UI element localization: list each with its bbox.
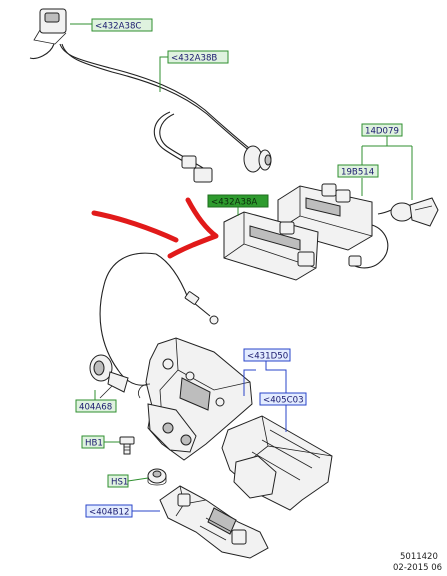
harness-grommet: [243, 145, 272, 173]
red-pointer-arrow: [91, 197, 219, 259]
svg-text:<405C03: <405C03: [263, 395, 304, 405]
nut-hs1: [147, 468, 167, 486]
callout-431d50[interactable]: <431D50: [243, 348, 291, 362]
actuator-motor: [89, 354, 129, 399]
cable-end-fitting: [184, 291, 219, 325]
callout-432a38c[interactable]: <432A38C: [91, 18, 153, 32]
callout-405c03[interactable]: <405C03: [259, 392, 307, 406]
reference-code: 5011420: [400, 552, 438, 562]
switch-connector-right: [390, 197, 439, 227]
tailgate-latch-assembly: [138, 337, 253, 461]
svg-text:<432A38B: <432A38B: [171, 53, 217, 63]
latch-cover: [221, 415, 333, 511]
svg-text:HS1: HS1: [111, 477, 128, 487]
harness-loop: [153, 111, 213, 183]
svg-text:<432A38A: <432A38A: [211, 197, 257, 207]
switch-plug: [348, 255, 362, 267]
callout-404b12[interactable]: <404B12: [85, 504, 133, 518]
svg-text:19B514: 19B514: [341, 167, 374, 177]
striker-bracket: [159, 485, 269, 559]
callout-404a68[interactable]: 404A68: [75, 399, 117, 413]
callout-432a38a[interactable]: <432A38A: [207, 194, 269, 208]
callout-hs1[interactable]: HS1: [107, 474, 129, 488]
latch-switch-module: [223, 211, 319, 281]
svg-text:<404B12: <404B12: [89, 507, 129, 517]
release-cable: [99, 252, 161, 386]
leader-lines: [70, 23, 413, 512]
svg-text:HB1: HB1: [85, 438, 103, 448]
harness-cable-2: [61, 43, 268, 165]
callout-432a38b[interactable]: <432A38B: [167, 50, 229, 64]
svg-text:14D079: 14D079: [365, 126, 399, 136]
callout-19b514[interactable]: 19B514: [337, 164, 379, 178]
callout-14d079[interactable]: 14D079: [361, 123, 403, 137]
release-cable-end: [155, 253, 211, 317]
svg-text:<431D50: <431D50: [247, 351, 288, 361]
bolt-hb1: [119, 436, 135, 455]
harness-cable: [29, 43, 266, 161]
svg-text:<432A38C: <432A38C: [95, 21, 141, 31]
svg-text:404A68: 404A68: [79, 402, 112, 412]
callout-hb1[interactable]: HB1: [81, 435, 105, 449]
reference-date: 02-2015 06: [393, 563, 442, 573]
harness-connector-top: [33, 8, 67, 45]
